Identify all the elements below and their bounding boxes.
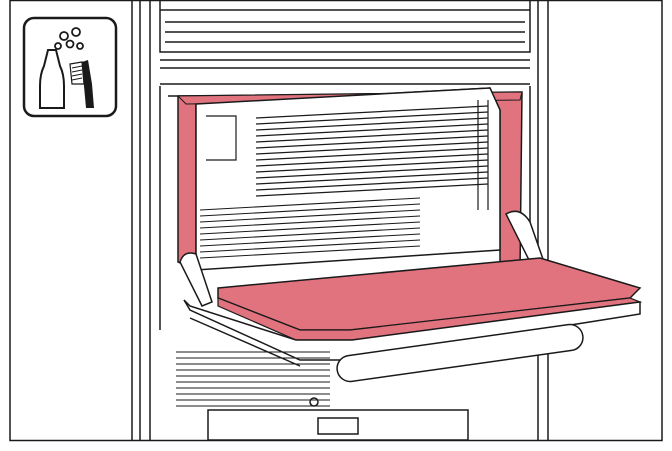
lower-drawer: [207, 397, 469, 441]
upper-drawer: [159, 0, 531, 85]
oven-back-wall: [206, 115, 237, 161]
hinge-left: [179, 252, 213, 307]
oven-door-handle: [336, 323, 584, 383]
hinge-right: [505, 210, 545, 267]
cleaning-icon: [22, 16, 118, 118]
lower-drawer-vents: [176, 351, 330, 407]
oven-wire-rack: [199, 197, 421, 259]
oven-door-frame: [183, 299, 641, 361]
rack-rails: [255, 100, 489, 210]
cabinet-right-panel: [537, 0, 549, 440]
cabinet-left-panel: [131, 0, 151, 440]
